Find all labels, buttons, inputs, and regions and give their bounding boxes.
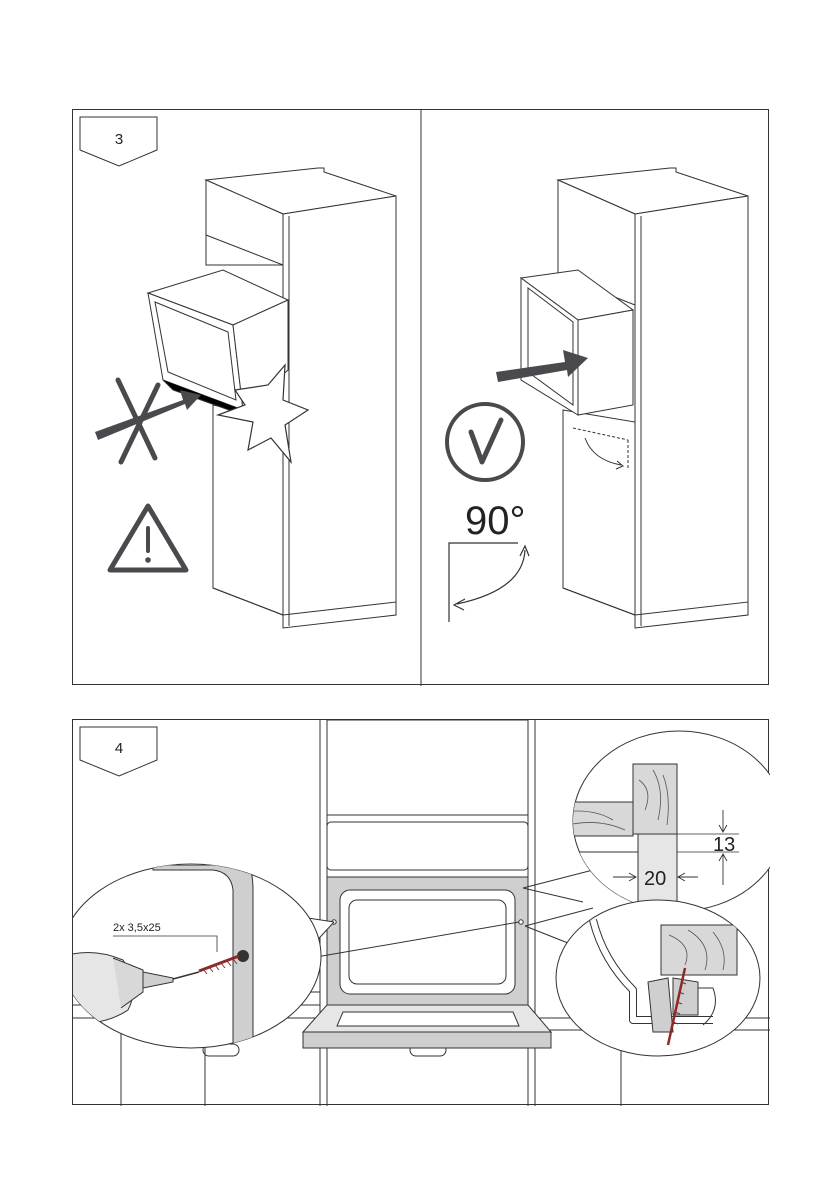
- wrong-push-arrow: [95, 390, 201, 440]
- dimension-detail-callout: 13 20: [553, 731, 770, 912]
- checkmark-icon: [447, 404, 523, 480]
- right-angle-icon: [449, 543, 529, 622]
- cross-icon: [118, 380, 158, 462]
- dimension-horizontal: 20: [644, 868, 666, 890]
- screw-detail-callout: 2x 3,5x25: [73, 860, 321, 1050]
- bracket-detail-callout: [556, 900, 760, 1056]
- step-number: 4: [115, 740, 123, 757]
- step-4-panel: 4: [72, 719, 769, 1105]
- step-3-panel: 3: [72, 109, 769, 685]
- warning-triangle-icon: [110, 506, 186, 570]
- dimension-vertical: 13: [713, 834, 735, 856]
- screw-spec-label: 2x 3,5x25: [113, 922, 161, 934]
- step-3-illustration: 3: [73, 110, 770, 686]
- angle-label: 90°: [465, 499, 526, 543]
- step-number: 3: [115, 131, 123, 148]
- step-4-illustration: 4: [73, 720, 770, 1106]
- step-badge: 4: [80, 727, 157, 776]
- built-in-oven: [303, 720, 551, 1048]
- step-badge: 3: [80, 117, 157, 166]
